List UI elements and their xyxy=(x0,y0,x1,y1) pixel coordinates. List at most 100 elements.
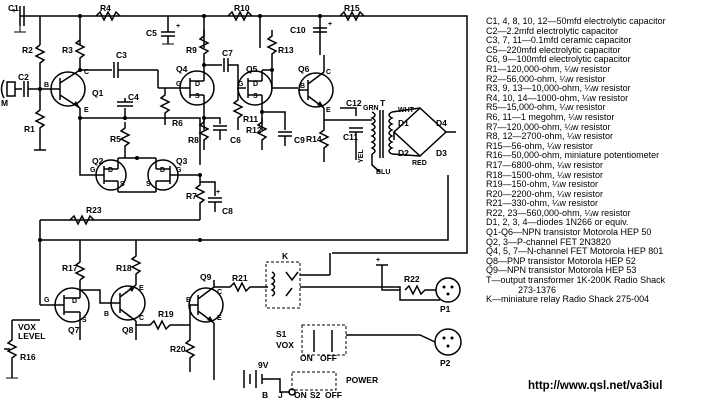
resistor-r20 xyxy=(184,325,196,372)
label-r7: R7 xyxy=(186,191,197,201)
plus-c5: + xyxy=(176,23,180,30)
resistor-r8 xyxy=(198,118,210,150)
label-d1: D1 xyxy=(398,118,409,128)
resistor-r14 xyxy=(318,120,330,162)
pin-q4-g: G xyxy=(176,81,182,88)
parts-list: C1, 4, 8, 10, 12—50mfd electrolytic capa… xyxy=(486,16,706,305)
label-q2: Q2 xyxy=(92,156,104,166)
label-r9: R9 xyxy=(186,45,197,55)
source-url[interactable]: http://www.qsl.net/va3iul xyxy=(528,380,663,392)
parts-list-item: R7—120,000-ohm, ¼w resistor xyxy=(486,121,611,132)
resistor-r11 xyxy=(232,88,244,130)
pin-q1-c: C xyxy=(84,69,89,76)
parts-list-item: R20—2200-ohm, ¼w resistor xyxy=(486,188,604,199)
label-battery: 9V xyxy=(258,360,269,370)
resistor-r18 xyxy=(130,240,142,278)
pin-q3-g: G xyxy=(176,167,182,174)
transistor-q9 xyxy=(188,280,224,380)
resistor-r13 xyxy=(266,30,298,89)
parts-list-item: R8, 12—2700-ohm, ¼w resistor xyxy=(486,131,614,142)
diode-bridge xyxy=(391,106,456,158)
pin-q6-e: E xyxy=(326,107,331,114)
resistor-r19 xyxy=(136,319,190,331)
pin-q7-s: S xyxy=(82,317,87,324)
pin-q2-g: G xyxy=(90,167,96,174)
pin-q2-d: D xyxy=(108,167,113,174)
transistor-q1 xyxy=(48,69,86,109)
parts-list-item: C1, 4, 8, 10, 12—50mfd electrolytic capa… xyxy=(486,16,666,26)
label-power: POWER xyxy=(346,375,378,385)
transistor-q8 xyxy=(80,278,146,340)
label-r14: R14 xyxy=(306,134,322,144)
label-battery-b: B xyxy=(262,390,268,400)
parts-list-item: Q2, 3—P-channel FET 2N3820 xyxy=(486,236,611,247)
resistor-r10 xyxy=(227,10,253,22)
label-r13: R13 xyxy=(278,45,294,55)
parts-list-item: R19—150-ohm, ¼w resistor xyxy=(486,179,599,190)
capacitor-c9 xyxy=(260,110,292,146)
label-r5: R5 xyxy=(110,134,121,144)
plus-c10: + xyxy=(328,21,332,28)
pin-q1-b: B xyxy=(44,82,49,89)
pin-q9-b: B xyxy=(186,297,191,304)
pin-q5-s: S xyxy=(253,93,258,100)
pin-q3-d: D xyxy=(160,167,165,174)
parts-list-item: D1, 2, 3, 4—diodes 1N266 or equiv. xyxy=(486,217,629,228)
label-s1: S1 xyxy=(276,329,287,339)
parts-list-item: R21—330-ohm, ¼w resistor xyxy=(486,198,599,209)
label-q3: Q3 xyxy=(176,156,188,166)
switch-s1 xyxy=(301,324,347,356)
parts-list-item: Q4, 5, 7—N-channel FET Motorola HEP 801 xyxy=(486,246,664,257)
label-m: M xyxy=(1,98,8,108)
pin-labels: B C E G D S G D S B C E G D S G D S G D … xyxy=(12,8,380,324)
label-t: T xyxy=(380,98,386,108)
parts-list-item: 273-1376 xyxy=(518,284,557,295)
label-s2-on: ON xyxy=(294,390,307,400)
pin-q9-e: E xyxy=(217,315,222,322)
relay-k xyxy=(265,261,301,309)
parts-list-item: R2—56,000-ohm, ¼w resistor xyxy=(486,73,606,84)
parts-list-item: R1—120,000-ohm, ¼w resistor xyxy=(486,63,611,74)
label-q9: Q9 xyxy=(200,272,212,282)
transistor-q2 xyxy=(95,158,127,192)
parts-list-item: Q9—NPN transistor Motorola HEP 53 xyxy=(486,265,637,276)
resistor-r5 xyxy=(119,122,131,158)
parts-list-item: R22, 23—560,000-ohm, ¼w resistor xyxy=(486,207,631,218)
label-r1: R1 xyxy=(24,124,35,134)
parts-list-item: Q1-Q6—NPN transistor Motorola HEP 50 xyxy=(486,227,652,238)
capacitor-c1 xyxy=(14,6,26,33)
pin-q8-e: E xyxy=(139,285,144,292)
label-r19: R19 xyxy=(158,309,174,319)
parts-list-item: R16—50,000-ohm, miniature potentiometer xyxy=(486,150,660,161)
label-r10: R10 xyxy=(234,3,250,13)
parts-list-item: C3, 7, 11—0.1mfd ceramic capacitor xyxy=(486,35,632,46)
resistor-r1 xyxy=(34,88,46,151)
resistor-r21 xyxy=(214,281,268,293)
label-s2-off: OFF xyxy=(325,390,342,400)
label-c6: C6 xyxy=(230,135,241,145)
capacitor-c3 xyxy=(78,62,158,78)
label-blu: BLU xyxy=(376,169,390,176)
label-s1-vox: VOX xyxy=(276,340,294,350)
transistor-q4 xyxy=(157,65,215,130)
label-q8: Q8 xyxy=(122,325,134,335)
label-r8: R8 xyxy=(188,135,199,145)
parts-list-item: R5—15,000-ohm, ¼w resistor xyxy=(486,102,606,113)
component-labels: C1 R4 R10 R15 C5 C10 R2 R3 R9 R13 C3 C7 … xyxy=(1,3,451,400)
transistor-q6 xyxy=(298,55,356,121)
label-battery-j: J xyxy=(278,390,283,400)
supply-rail xyxy=(20,14,468,254)
label-yel: YEL xyxy=(358,149,365,163)
label-r12: R12 xyxy=(246,125,262,135)
label-c8: C8 xyxy=(222,206,233,216)
pin-q5-g: G xyxy=(238,81,244,88)
pin-q4-d: D xyxy=(195,81,200,88)
label-q6: Q6 xyxy=(298,64,310,74)
plus-c8: + xyxy=(216,189,220,196)
parts-list-item: T—output transformer 1K-200K Radio Shack xyxy=(486,275,666,286)
capacitor-c7 xyxy=(202,58,246,89)
resistor-r12 xyxy=(256,118,268,150)
capacitor-c5 xyxy=(161,31,175,45)
transistor-q3 xyxy=(118,156,200,193)
